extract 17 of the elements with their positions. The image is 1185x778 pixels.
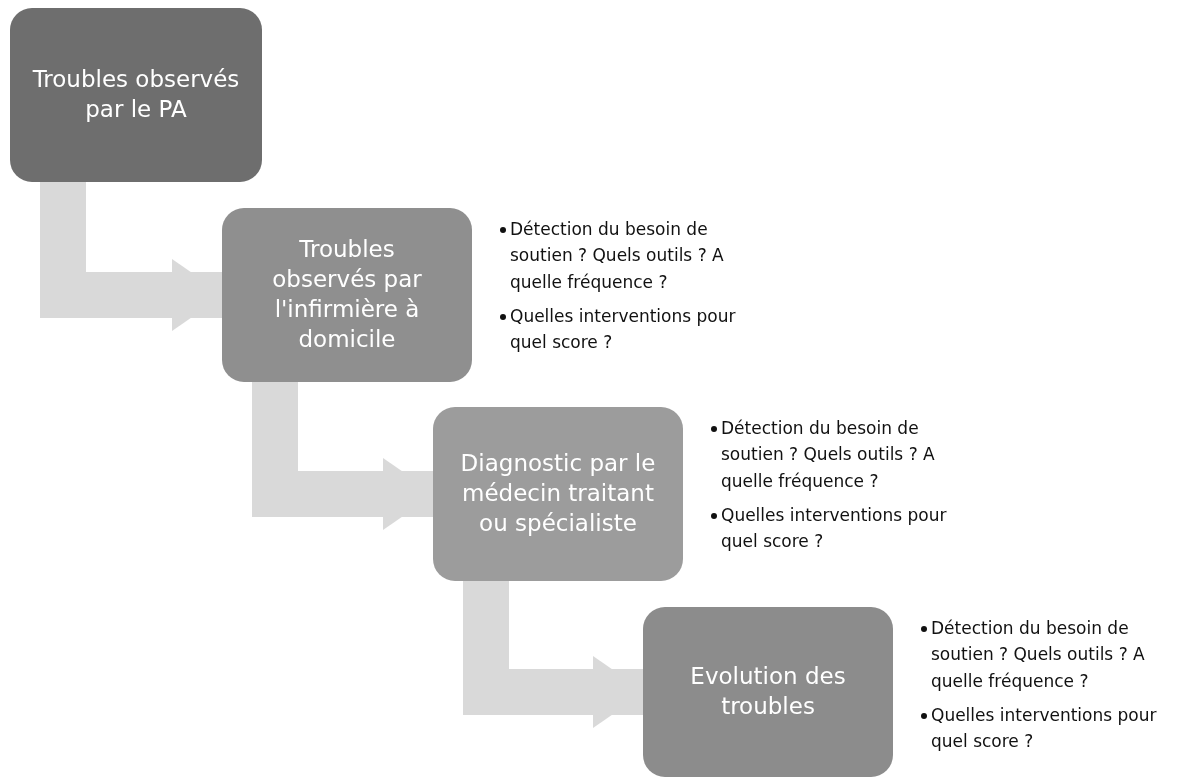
bullet-text: Détection du besoin de soutien ? Quels outils ? A quelle fréquence ? bbox=[721, 417, 936, 493]
box-label: Troubles observés par le PA bbox=[32, 65, 240, 124]
process-box bbox=[433, 407, 683, 581]
process-box bbox=[643, 607, 893, 777]
bullet-text: Détection du besoin de soutien ? Quels outils ? A quelle fréquence ? bbox=[931, 617, 1146, 693]
process-box bbox=[222, 208, 472, 382]
box-label: Diagnostic par le médecin traitant ou spécialiste bbox=[459, 449, 657, 538]
box-label: Evolution des troubles bbox=[689, 662, 847, 721]
bullet-text: Quelles interventions pour quel score ? bbox=[510, 305, 737, 355]
bullet-text: Détection du besoin de soutien ? Quels outils ? A quelle fréquence ? bbox=[510, 218, 725, 294]
bent-arrow bbox=[40, 182, 224, 331]
process-box bbox=[10, 8, 262, 182]
bullet-text: Quelles interventions pour quel score ? bbox=[931, 704, 1158, 754]
box-label: Troubles observés par l'infirmière à domicile bbox=[271, 235, 423, 354]
bent-arrow bbox=[252, 382, 435, 530]
bullet-text: Quelles interventions pour quel score ? bbox=[721, 504, 948, 554]
bent-arrow bbox=[463, 581, 645, 728]
